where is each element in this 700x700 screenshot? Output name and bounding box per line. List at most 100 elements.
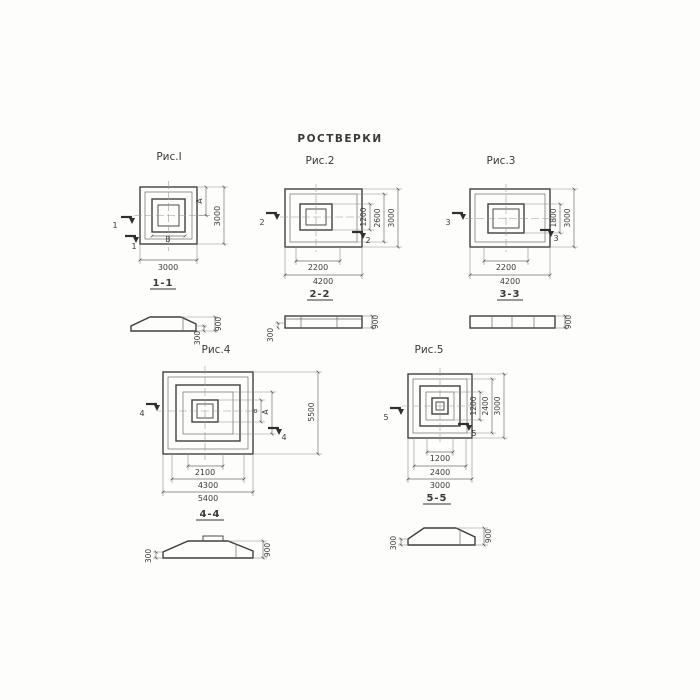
dim-total-height: 3000 bbox=[493, 396, 502, 415]
dim-total-width: 5400 bbox=[198, 494, 218, 503]
cut-number: 3 bbox=[445, 218, 450, 227]
fig3-section-view: 3-3 900 bbox=[469, 289, 573, 330]
section-height-dim: 900 bbox=[263, 543, 272, 558]
section-height-dim: 900 bbox=[484, 529, 493, 544]
figure-3: Рис.3 1800 3000 2200 4 bbox=[445, 155, 578, 330]
dim-inner-height: 1200 bbox=[469, 396, 478, 415]
section-height-dim: 900 bbox=[214, 317, 223, 332]
dim-inner-width: 2200 bbox=[308, 263, 328, 272]
dim-inner-width: 2200 bbox=[496, 263, 516, 272]
cut-number: 1 bbox=[112, 221, 117, 230]
section-title: 1-1 bbox=[152, 278, 173, 289]
fig4-bottom-dims: 2100 4300 5400 bbox=[161, 454, 255, 503]
cut-number: 2 bbox=[365, 236, 370, 245]
fig3-plan-view bbox=[465, 184, 556, 252]
dim-label-a: А bbox=[195, 198, 204, 204]
figure-3-caption: Рис.3 bbox=[487, 155, 516, 167]
cut-arrow bbox=[466, 425, 472, 431]
figure-4: Рис.4 а А 5500 bbox=[139, 344, 322, 563]
cut-number: 4 bbox=[281, 433, 286, 442]
fig1-section-marks: 1 1 bbox=[112, 215, 139, 251]
dim-total-height: 3000 bbox=[563, 208, 572, 227]
dim-inner-height: 1200 bbox=[359, 207, 368, 226]
figure-5: Рис.5 1200 2400 3000 bbox=[383, 344, 508, 550]
figure-5-caption: Рис.5 bbox=[415, 344, 444, 356]
section-edge-dim: 300 bbox=[144, 549, 153, 564]
offset-contour bbox=[167, 376, 249, 450]
cut-number: 1 bbox=[131, 242, 136, 251]
outer-contour bbox=[162, 371, 254, 455]
cut-number: 2 bbox=[259, 218, 264, 227]
fig2-section-view: 2-2 900 300 bbox=[266, 289, 380, 342]
fig4-right-dims: а А 5500 bbox=[218, 370, 322, 456]
cut-arrow bbox=[133, 237, 139, 243]
cut-number: 3 bbox=[553, 234, 558, 243]
figure-4-caption: Рис.4 bbox=[202, 344, 231, 356]
dim-mid-width: 4300 bbox=[198, 481, 218, 490]
fig4-section-marks: 4 4 bbox=[139, 402, 287, 442]
figure-1: Рис.I А 3000 В 3000 bbox=[112, 151, 228, 345]
figure-2: Рис.2 1200 2600 3000 2 bbox=[259, 155, 402, 342]
fig2-plan-view bbox=[280, 184, 368, 252]
section-title: 5-5 bbox=[426, 493, 447, 504]
section-profile bbox=[407, 527, 476, 546]
fig1-bottom-dims: В 3000 bbox=[138, 234, 199, 272]
dim-mid-height: 2600 bbox=[373, 208, 382, 227]
section-title: 2-2 bbox=[309, 289, 330, 300]
dim-label-b: В bbox=[165, 235, 170, 244]
section-profile bbox=[284, 315, 363, 329]
fig3-bottom-dims: 2200 4200 bbox=[468, 247, 552, 286]
dim-label-a-small: а bbox=[250, 409, 259, 414]
section-profile bbox=[130, 316, 197, 332]
fig5-right-dims: 1200 2400 3000 bbox=[454, 372, 508, 440]
fig2-bottom-dims: 2200 4200 bbox=[283, 247, 364, 286]
cut-arrow bbox=[360, 233, 366, 239]
section-title: 4-4 bbox=[199, 509, 220, 520]
dim-height: 3000 bbox=[213, 206, 222, 226]
fig2-right-dims: 1200 2600 3000 bbox=[332, 187, 402, 249]
dim-width: 3000 bbox=[158, 263, 178, 272]
outer-contour bbox=[469, 188, 551, 248]
cut-number: 5 bbox=[471, 429, 476, 438]
cut-arrow bbox=[398, 409, 404, 415]
dim-inner-width: 2100 bbox=[195, 468, 215, 477]
fig4-section-view: 4-4 900 300 bbox=[144, 509, 272, 563]
section-height-dim: 900 bbox=[564, 315, 573, 330]
cut-arrow bbox=[274, 214, 280, 220]
dim-total-height: 3000 bbox=[387, 208, 396, 227]
section-edge-dim: 300 bbox=[193, 331, 202, 346]
dim-mid-width: 2400 bbox=[430, 468, 450, 477]
section-title: 3-3 bbox=[499, 289, 520, 300]
cut-number: 5 bbox=[383, 413, 388, 422]
dim-total-width: 3000 bbox=[430, 481, 450, 490]
section-height-dim: 900 bbox=[371, 315, 380, 330]
inner-offset-contour bbox=[474, 193, 546, 243]
dim-total-width: 4200 bbox=[313, 277, 333, 286]
dim-label-a-capital: А bbox=[261, 409, 270, 415]
dim-inner-width: 1200 bbox=[430, 454, 450, 463]
cut-arrow bbox=[129, 218, 135, 224]
cut-arrow bbox=[548, 231, 554, 237]
dim-total-width: 4200 bbox=[500, 277, 520, 286]
fig1-right-dims: А 3000 bbox=[195, 185, 228, 246]
fig4-plan-view bbox=[157, 366, 259, 460]
section-profile bbox=[162, 540, 254, 559]
figure-1-caption: Рис.I bbox=[156, 151, 181, 163]
fig1-section-view: 1-1 900 300 bbox=[130, 278, 223, 346]
fig5-plan-view bbox=[402, 368, 476, 444]
section-top-notch bbox=[202, 535, 224, 541]
dim-inner-height: 1800 bbox=[549, 208, 558, 227]
inner-offset-contour bbox=[289, 193, 358, 243]
fig5-section-view: 5-5 900 300 bbox=[389, 493, 493, 550]
section-edge-dim: 300 bbox=[266, 328, 275, 343]
fig5-section-marks: 5 5 bbox=[383, 406, 477, 438]
dim-mid-height: 2400 bbox=[481, 396, 490, 415]
section-profile bbox=[469, 315, 556, 329]
fig3-section-marks: 3 3 bbox=[445, 211, 559, 243]
section-edge-dim: 300 bbox=[389, 536, 398, 551]
cut-arrow bbox=[276, 429, 282, 435]
cut-arrow bbox=[154, 405, 160, 411]
figure-2-caption: Рис.2 bbox=[306, 155, 335, 167]
